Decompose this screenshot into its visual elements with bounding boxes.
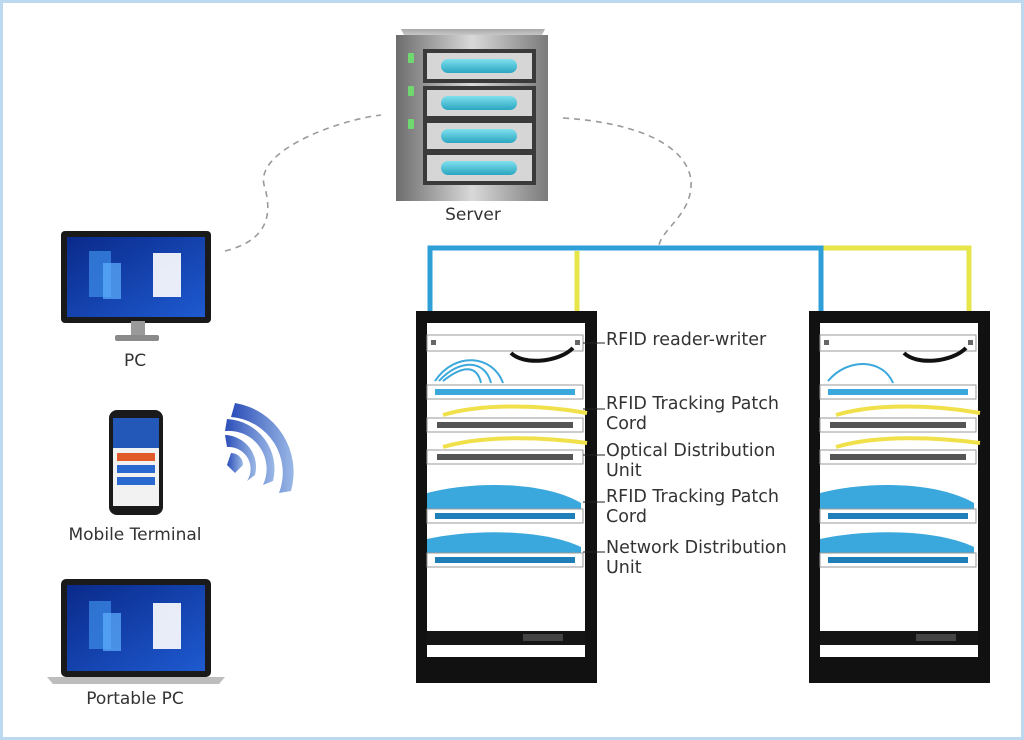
server-to-racks-link — [562, 117, 692, 246]
network-diagram — [47, 29, 990, 684]
wireless-icon — [225, 403, 294, 493]
pc-label: PC — [123, 351, 147, 371]
optical-distribution-label: Optical Distribution — [606, 441, 776, 461]
rfid-patch-cord-label-2: RFID Tracking Patch — [606, 487, 779, 507]
network-cables — [427, 245, 972, 311]
server-label: Server — [445, 205, 501, 225]
server-icon — [396, 29, 548, 201]
network-panel — [426, 532, 584, 568]
rfid-patch-cord-label-1: RFID Tracking Patch — [606, 394, 779, 414]
rfid-reader-label: RFID reader-writer — [606, 330, 767, 350]
rfid-patch-panel-2 — [426, 484, 584, 524]
rfid-patch-panel-1 — [426, 359, 584, 400]
network-distribution-label: Network Distribution — [606, 538, 787, 558]
portable-pc-icon — [47, 579, 225, 684]
mobile-terminal-label: Mobile Terminal — [68, 525, 202, 545]
optical-distribution-label-cont: Unit — [606, 461, 642, 481]
rfid-patch-cord-label-2-cont: Cord — [606, 507, 647, 527]
server-to-pc-link — [224, 114, 382, 252]
network-distribution-label-cont: Unit — [606, 558, 642, 578]
mobile-terminal-icon — [109, 410, 163, 515]
rack-1 — [416, 311, 597, 683]
portable-pc-label: Portable PC — [86, 689, 184, 709]
optical-panel-1 — [426, 404, 588, 433]
optical-panel-2 — [426, 436, 588, 465]
pc-monitor-icon — [61, 231, 211, 341]
rfid-patch-cord-label-1-cont: Cord — [606, 414, 647, 434]
racks — [416, 311, 990, 683]
rack-2 — [809, 311, 990, 683]
leader-lines — [583, 342, 605, 553]
